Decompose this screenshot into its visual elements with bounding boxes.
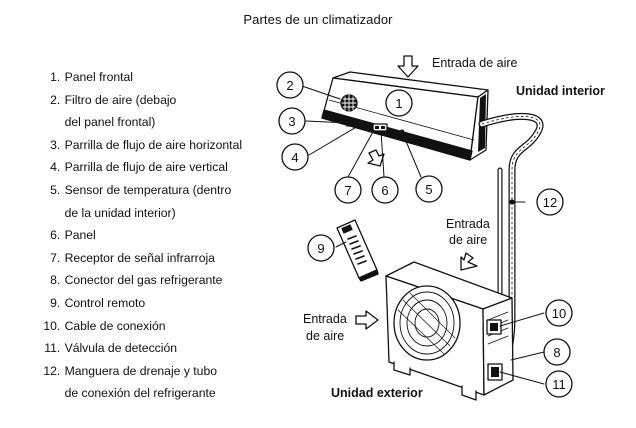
indoor-panel-controls xyxy=(346,120,405,135)
callout-label: 8 xyxy=(553,345,560,360)
air-intake-arrow-left xyxy=(355,310,379,330)
part-number: 10. xyxy=(43,318,61,333)
part-number: 5. xyxy=(50,182,61,197)
callout-label: 2 xyxy=(286,78,293,93)
callout-label: 9 xyxy=(317,241,324,256)
part-item-1: 1.Panel frontal xyxy=(42,66,292,89)
part-label: Panel xyxy=(64,228,96,243)
callout-8: 8 xyxy=(543,338,571,366)
part-item-6: 6.Panel xyxy=(42,224,292,247)
callout-4: 4 xyxy=(281,143,309,171)
part-item-11: 11.Válvula de detección xyxy=(42,337,292,360)
air-filter-grid xyxy=(340,94,358,112)
part-label: Manguera de drenaje y tubo de conexión d… xyxy=(64,363,218,401)
callout-label: 7 xyxy=(344,183,351,198)
callout-7: 7 xyxy=(334,176,362,204)
part-number: 8. xyxy=(50,273,61,288)
label-air-intake-right-2: de aire xyxy=(449,233,487,247)
part-number: 3. xyxy=(50,137,61,152)
diagram-title: Partes de un climatizador xyxy=(243,12,393,27)
callout-2: 2 xyxy=(276,71,304,99)
part-label: Panel frontal xyxy=(64,70,133,84)
part-label: Parrilla de flujo de aire vertical xyxy=(64,160,228,175)
part-item-3: 3.Parrilla de flujo de aire horizontal xyxy=(42,134,292,157)
part-label: Conector del gas refrigerante xyxy=(64,273,223,288)
part-item-12: 12.Manguera de drenaje y tubo de conexió… xyxy=(42,360,292,405)
part-label: Control remoto xyxy=(64,295,146,310)
part-label: Válvula de detección xyxy=(64,341,178,356)
part-label: Receptor de señal infrarroja xyxy=(64,250,215,265)
callout-label: 12 xyxy=(543,195,557,210)
callout-dot-12 xyxy=(509,199,515,205)
parts-list: 1.Panel frontal 2.Filtro de aire (debajo… xyxy=(42,66,292,405)
part-label: Parrilla de flujo de aire horizontal xyxy=(64,137,243,152)
callout-circles: 1 2 3 4 5 6 7 8 9 10 11 12 xyxy=(276,71,573,398)
part-item-2: 2.Filtro de aire (debajo del panel front… xyxy=(42,89,292,134)
callout-label: 3 xyxy=(288,114,295,129)
part-number: 6. xyxy=(50,228,61,243)
indoor-unit-illustration xyxy=(321,71,489,161)
outdoor-unit-illustration xyxy=(385,261,514,401)
callout-leaders xyxy=(301,85,545,385)
air-intake-arrow-top xyxy=(397,55,419,78)
label-outdoor-unit: Unidad exterior xyxy=(331,386,423,400)
part-item-5: 5.Sensor de temperatura (dentro de la un… xyxy=(42,179,292,224)
callout-10: 10 xyxy=(545,299,573,327)
callout-label: 6 xyxy=(381,183,388,198)
remote-control-illustration xyxy=(336,219,379,282)
callout-label: 4 xyxy=(291,150,298,165)
part-item-9: 9.Control remoto xyxy=(42,292,292,315)
part-label: Cable de conexión xyxy=(64,318,166,333)
part-number: 4. xyxy=(50,160,61,175)
part-label: Sensor de temperatura (dentro de la unid… xyxy=(64,182,232,220)
part-number: 7. xyxy=(50,250,61,265)
label-air-intake-top: Entrada de aire xyxy=(432,56,518,70)
label-air-intake-left-1: Entrada xyxy=(303,312,347,326)
callout-3: 3 xyxy=(278,107,306,135)
label-air-intake-right-1: Entrada xyxy=(446,217,490,231)
callout-label: 1 xyxy=(395,96,402,111)
part-label: Filtro de aire (debajo del panel frontal… xyxy=(64,92,177,130)
air-intake-arrow-right xyxy=(460,252,478,271)
part-item-7: 7.Receptor de señal infrarroja xyxy=(42,247,292,270)
callout-6: 6 xyxy=(371,176,399,204)
callout-label: 11 xyxy=(552,377,566,392)
label-air-intake-left-2: de aire xyxy=(306,329,344,343)
part-item-8: 8.Conector del gas refrigerante xyxy=(42,269,292,292)
part-number: 2. xyxy=(50,92,61,107)
label-indoor-unit: Unidad interior xyxy=(516,84,605,98)
part-number: 11. xyxy=(44,341,61,356)
part-item-10: 10.Cable de conexión xyxy=(42,315,292,338)
part-number: 12. xyxy=(43,363,61,378)
callout-12: 12 xyxy=(536,188,564,216)
callout-5: 5 xyxy=(415,175,443,203)
callout-1: 1 xyxy=(385,89,413,117)
callout-11: 11 xyxy=(545,370,573,398)
part-number: 9. xyxy=(50,295,61,310)
airflow-arrow-indoor xyxy=(367,149,385,167)
part-item-4: 4.Parrilla de flujo de aire vertical xyxy=(42,156,292,179)
callout-label: 10 xyxy=(552,306,566,321)
callout-9: 9 xyxy=(307,234,335,262)
callout-label: 5 xyxy=(425,182,432,197)
part-number: 1. xyxy=(50,70,61,84)
